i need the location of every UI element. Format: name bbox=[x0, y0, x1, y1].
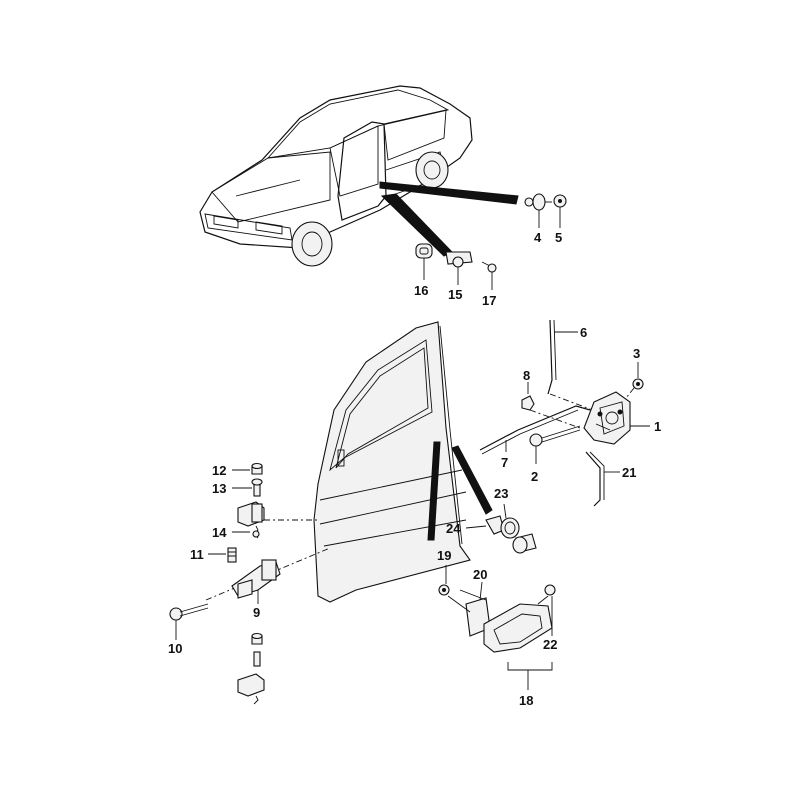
door-stopper-washer-5 bbox=[553, 194, 567, 208]
callout-21: 21 bbox=[622, 465, 636, 480]
callout-4: 4 bbox=[534, 230, 542, 245]
lower-hinge-pin-set bbox=[237, 632, 265, 705]
callout-14: 14 bbox=[212, 525, 227, 540]
hinge-pin-cap-12 bbox=[251, 462, 263, 475]
lock-cylinder-23 bbox=[500, 517, 537, 554]
dash-6 bbox=[549, 393, 599, 413]
callout-6: 6 bbox=[580, 325, 587, 340]
hinge-pin-13 bbox=[251, 478, 263, 497]
nut-3 bbox=[632, 378, 644, 390]
callout-15: 15 bbox=[448, 287, 462, 302]
nut-19 bbox=[438, 584, 450, 596]
callout-23: 23 bbox=[494, 486, 508, 501]
screw-2 bbox=[529, 425, 581, 447]
callout-19: 19 bbox=[437, 548, 451, 563]
door-switch-16 bbox=[415, 243, 433, 259]
callout-8: 8 bbox=[523, 368, 530, 383]
callout-18: 18 bbox=[519, 693, 533, 708]
upper-hinge bbox=[237, 501, 265, 527]
callout-17: 17 bbox=[482, 293, 496, 308]
screw-22 bbox=[537, 584, 556, 605]
door-switch-15 bbox=[441, 245, 473, 268]
lower-hinge-9 bbox=[231, 559, 281, 599]
callout-2: 2 bbox=[531, 469, 538, 484]
callout-11: 11 bbox=[190, 547, 204, 562]
leader-band-handle bbox=[427, 441, 441, 541]
leader-24 bbox=[465, 525, 487, 529]
leader-20 bbox=[479, 581, 483, 601]
lock-rod-7 bbox=[479, 405, 591, 455]
callout-22: 22 bbox=[543, 637, 557, 652]
door-stopper-bolt-4 bbox=[524, 193, 552, 211]
callout-3: 3 bbox=[633, 346, 640, 361]
hinge-bolt-11 bbox=[227, 547, 237, 563]
callout-12: 12 bbox=[212, 463, 226, 478]
callout-13: 13 bbox=[212, 481, 226, 496]
callout-20: 20 bbox=[473, 567, 487, 582]
outside-handle-18 bbox=[483, 603, 553, 653]
callout-7: 7 bbox=[501, 455, 508, 470]
callout-10: 10 bbox=[168, 641, 182, 656]
clip-8 bbox=[521, 395, 581, 429]
callout-5: 5 bbox=[555, 230, 562, 245]
hinge-bolt-10 bbox=[169, 603, 209, 621]
leader-band-cylinder bbox=[451, 445, 493, 515]
bracket-18 bbox=[507, 662, 553, 690]
callout-1: 1 bbox=[654, 419, 661, 434]
screw-17 bbox=[481, 261, 497, 273]
spring-14 bbox=[252, 525, 260, 539]
dash-3 bbox=[625, 387, 635, 399]
door-lock-1 bbox=[583, 391, 631, 445]
car-illustration bbox=[199, 85, 519, 267]
leader-23 bbox=[503, 503, 507, 519]
callout-16: 16 bbox=[414, 283, 428, 298]
hinge-centerline-lower bbox=[205, 547, 331, 601]
callout-9: 9 bbox=[253, 605, 260, 620]
callout-24: 24 bbox=[446, 521, 461, 536]
lock-rod-21 bbox=[585, 451, 605, 507]
lock-rod-6 bbox=[547, 319, 557, 395]
